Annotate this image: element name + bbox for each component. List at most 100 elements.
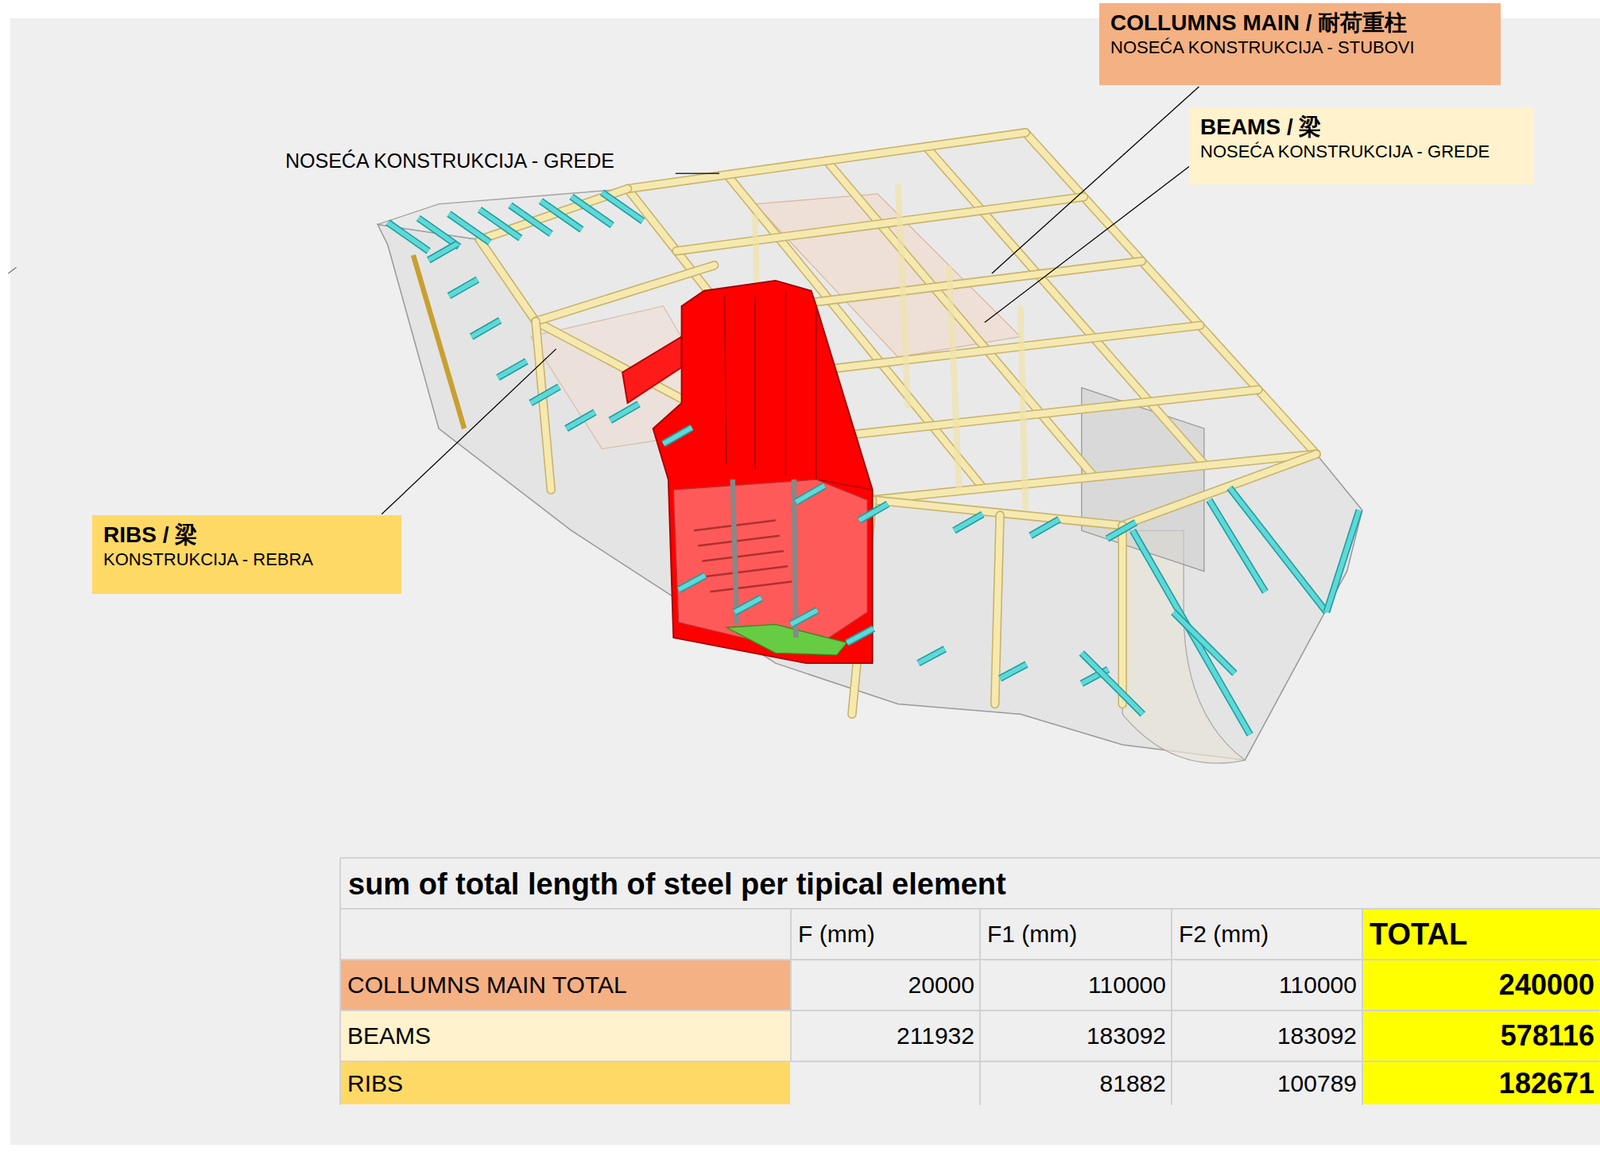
rib-outline <box>859 503 888 521</box>
beam-outline <box>535 321 551 490</box>
row-header: BEAMS <box>340 1011 791 1061</box>
beam <box>627 132 1027 190</box>
rib-outline <box>449 279 478 297</box>
rib <box>1173 612 1235 674</box>
rib <box>510 205 551 234</box>
rib-outline <box>510 205 551 234</box>
beam-outline <box>479 240 536 322</box>
column-header: F (mm) <box>791 909 980 959</box>
beam-outline <box>774 325 1200 376</box>
rib <box>1229 487 1327 613</box>
rib-outline <box>999 663 1027 678</box>
table-title: sum of total length of steel per tipical… <box>341 859 1598 909</box>
rib <box>566 411 596 429</box>
glass-post <box>794 479 797 638</box>
rib-outline <box>610 403 640 421</box>
core-wing <box>622 336 682 403</box>
rib-outline <box>953 514 983 531</box>
beam <box>535 321 551 490</box>
total-cell: 182671 <box>1363 1061 1600 1105</box>
core-edge <box>724 290 872 490</box>
rib <box>387 222 429 252</box>
rib-set <box>387 192 1360 735</box>
rib-outline <box>540 201 582 230</box>
rib-outline <box>847 628 874 644</box>
beam <box>676 197 1084 252</box>
rib <box>530 386 560 403</box>
beam-outline <box>1117 525 1128 705</box>
rib-outline <box>387 222 429 252</box>
table-cell: 81882 <box>980 1061 1171 1105</box>
callout-subtitle: NOSEĆA KONSTRUKCIJA - GREDE <box>1200 140 1523 163</box>
leader-line <box>381 348 557 515</box>
callout-subtitle: KONSTRUKCIJA - REBRA <box>103 548 391 571</box>
leader-line <box>991 86 1200 274</box>
table-cell: 100789 <box>1172 1061 1362 1105</box>
rib <box>999 663 1027 678</box>
rib <box>1081 652 1143 714</box>
table-cell: 211932 <box>791 1011 980 1061</box>
rib <box>1326 510 1360 613</box>
rib <box>449 279 478 297</box>
callout-box: RIBS / 梁KONSTRUKCIJA - REBRA <box>92 515 402 594</box>
rib <box>479 209 520 239</box>
rib-outline <box>1107 522 1136 539</box>
rib <box>790 609 818 624</box>
rib <box>1132 530 1251 735</box>
leader-line <box>984 148 1213 322</box>
rib-outline <box>530 386 560 403</box>
column-header: TOTAL <box>1363 909 1600 959</box>
rib-outline <box>571 196 613 225</box>
rib <box>571 196 613 225</box>
table-cell: 20000 <box>791 960 980 1010</box>
callout-heading: BEAMS / 梁 <box>1200 113 1523 141</box>
callout-box: COLLUMNS MAIN / 耐荷重柱NOSEĆA KONSTRUKCIJA … <box>1099 3 1501 86</box>
rib <box>795 485 825 503</box>
rib <box>678 575 706 590</box>
rib <box>601 192 643 221</box>
facade-column <box>413 255 465 429</box>
rib <box>1107 522 1136 539</box>
table-cell: 110000 <box>1172 960 1362 1010</box>
rib-outline <box>1132 530 1251 735</box>
rib-outline <box>1326 510 1360 613</box>
rib-outline <box>1173 612 1235 674</box>
rib <box>734 597 761 613</box>
glass-post <box>732 479 737 624</box>
rib-outline <box>479 209 520 239</box>
rib-outline <box>1081 652 1143 714</box>
row-header: COLLUMNS MAIN TOTAL <box>340 960 791 1010</box>
beam-outline <box>823 389 1259 438</box>
rib-outline <box>471 320 500 338</box>
callout-box: BEAMS / 梁NOSEĆA KONSTRUKCIJA - GREDE <box>1189 107 1535 185</box>
total-cell: 240000 <box>1363 960 1600 1010</box>
callout-subtitle: NOSEĆA KONSTRUKCIJA - STUBOVI <box>1110 36 1490 59</box>
beam-outline <box>627 132 1027 190</box>
beam <box>774 325 1200 376</box>
rib-outline <box>795 485 825 503</box>
rib-outline <box>734 597 761 613</box>
interior-column <box>1020 306 1026 511</box>
table-cell: 110000 <box>980 960 1171 1010</box>
landing <box>726 623 847 655</box>
rib <box>859 503 888 521</box>
interior-column <box>898 183 909 408</box>
annotation: NOSEĆA KONSTRUKCIJA - GREDE <box>278 146 693 175</box>
rib-outline <box>428 244 458 261</box>
rib <box>610 403 640 421</box>
curved-end-wall <box>1122 530 1245 764</box>
beam <box>479 240 536 322</box>
rib <box>449 213 490 243</box>
rib <box>540 201 582 230</box>
rib <box>918 648 945 663</box>
column-header: F2 (mm) <box>1172 909 1362 959</box>
stair-treads <box>693 519 792 592</box>
callout-heading: COLLUMNS MAIN / 耐荷重柱 <box>1110 9 1490 37</box>
rib <box>1208 499 1266 592</box>
beam <box>1119 525 1126 705</box>
interior-column <box>949 265 960 490</box>
beam-grid <box>479 132 1317 714</box>
beam <box>823 389 1259 438</box>
axis-tick <box>7 267 16 274</box>
rib-outline <box>1030 519 1060 536</box>
